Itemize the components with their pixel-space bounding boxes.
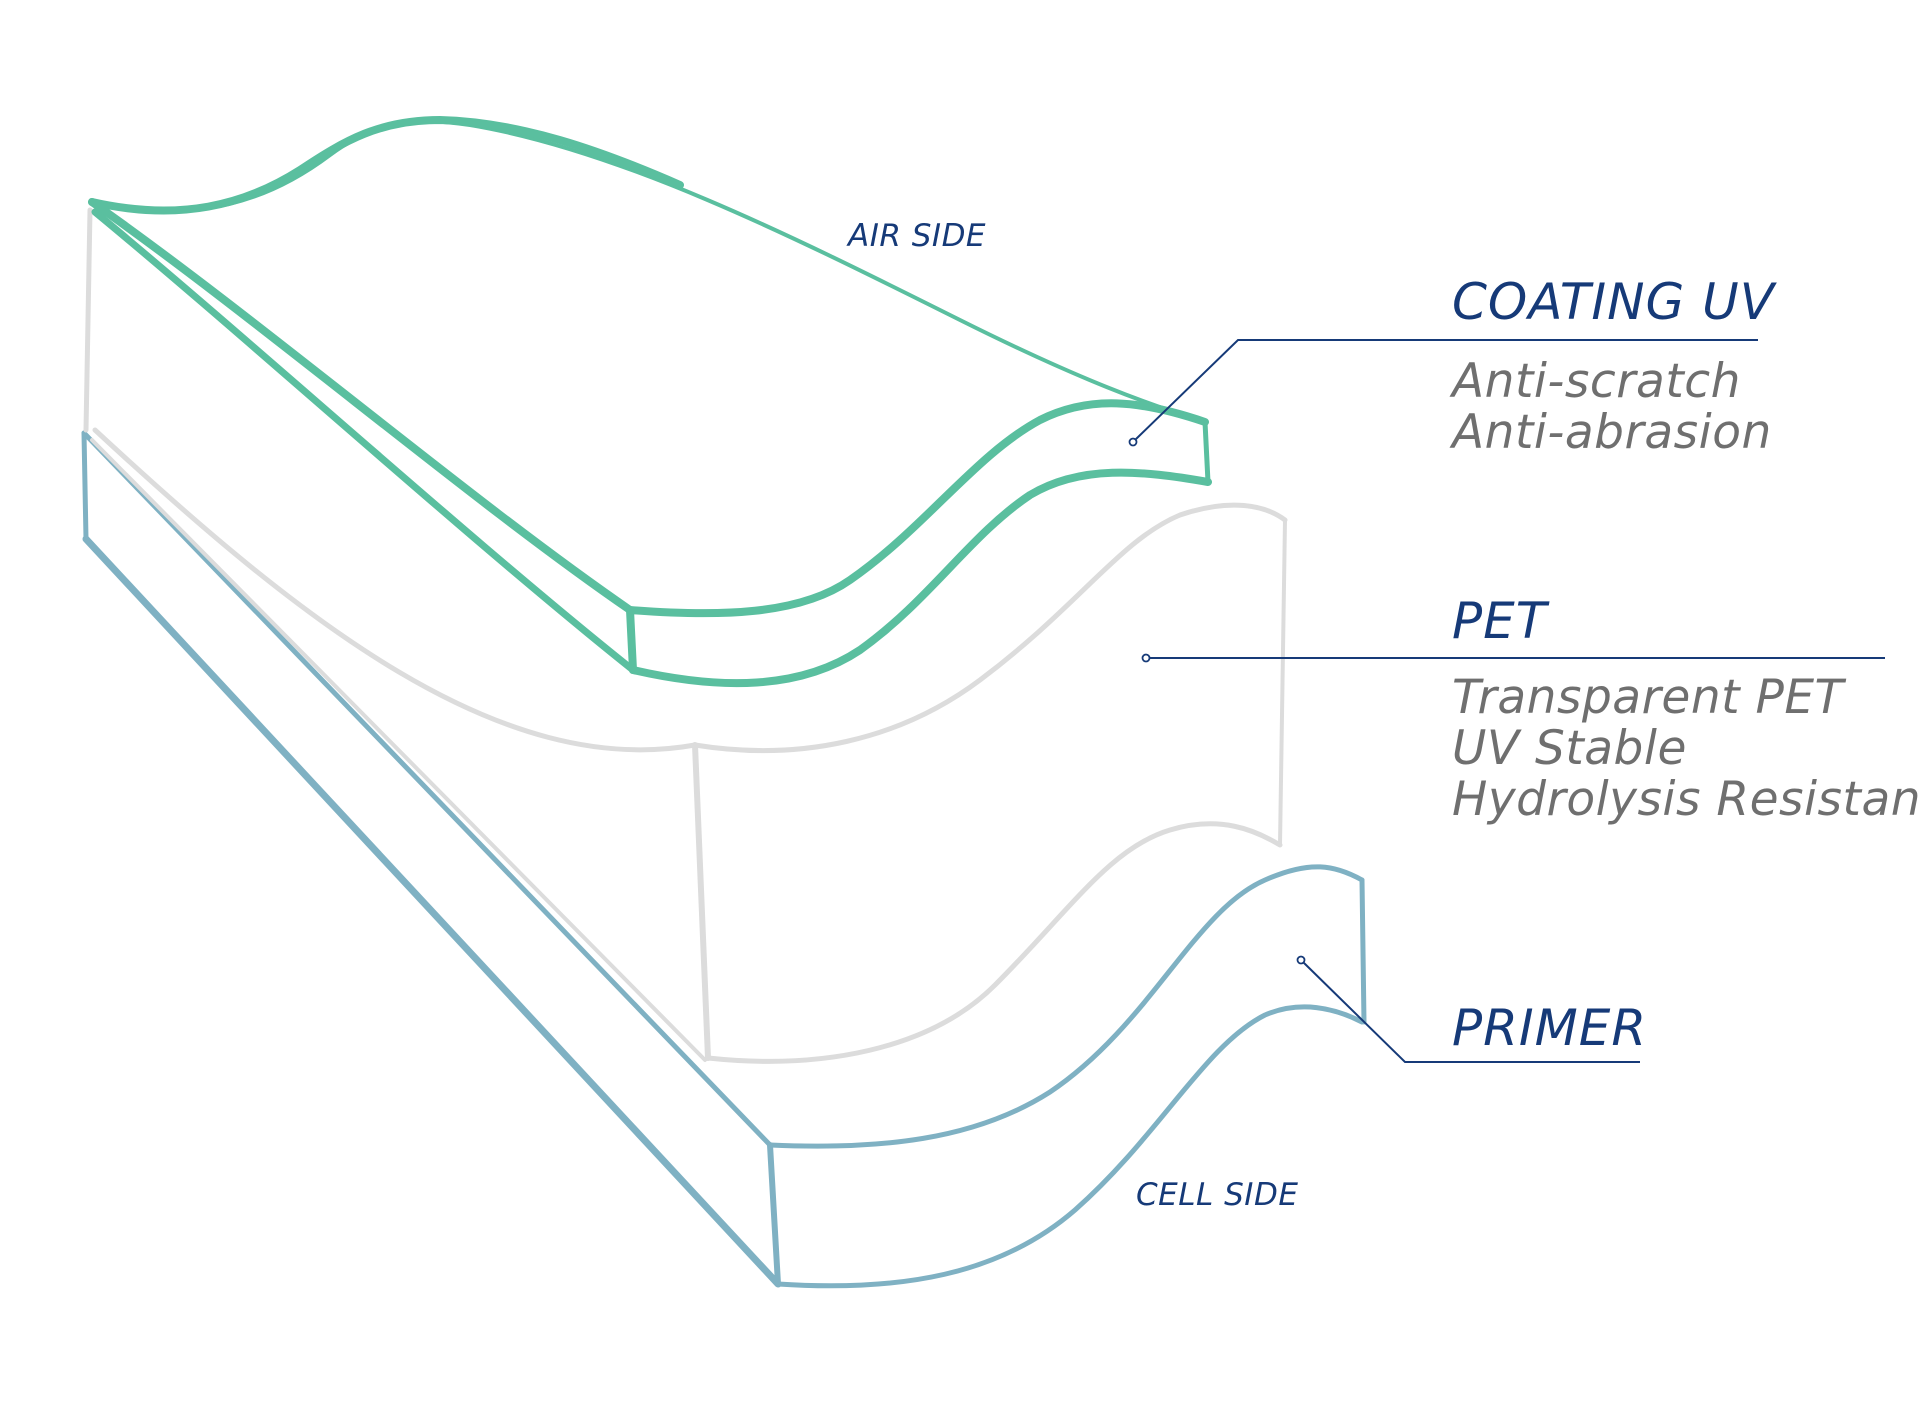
air-side-label: AIR SIDE bbox=[846, 218, 986, 254]
pet-right-end bbox=[1278, 518, 1287, 847]
coating-top-shoulder bbox=[88, 116, 684, 215]
primer-front-edge-top bbox=[81, 430, 773, 1148]
coating-front-top-wave bbox=[626, 399, 1209, 618]
primer-layer bbox=[81, 430, 1367, 1289]
pet-callout: PET Transparent PET UV Stable Hydrolysis… bbox=[1141, 592, 1920, 827]
coating-front-bottom-wave bbox=[629, 468, 1212, 688]
coating-callout: COATING UV Anti-scratch Anti-abrasion bbox=[1128, 273, 1778, 460]
primer-callout: PRIMER bbox=[1296, 955, 1647, 1063]
primer-callout-line bbox=[1302, 961, 1640, 1063]
primer-front-edge-bottom bbox=[82, 535, 782, 1288]
coating-front-face-left bbox=[626, 606, 637, 674]
pet-front-face-left bbox=[692, 742, 711, 1061]
coating-top-wave bbox=[90, 119, 1207, 424]
pet-title: PET bbox=[1452, 592, 1550, 650]
pet-front-edge-top bbox=[92, 427, 698, 753]
coating-feature-1: Anti-scratch bbox=[1449, 354, 1741, 409]
coating-front-edge-top bbox=[88, 198, 634, 614]
primer-callout-dot bbox=[1296, 955, 1306, 965]
pet-layer bbox=[83, 207, 1288, 1064]
coating-feature-2: Anti-abrasion bbox=[1449, 405, 1772, 460]
coating-layer bbox=[88, 116, 1212, 688]
coating-front-edge-bottom bbox=[91, 208, 637, 674]
pet-feature-3: Hydrolysis Resistant bbox=[1452, 772, 1920, 827]
coating-callout-line bbox=[1134, 339, 1758, 441]
primer-right-end bbox=[1359, 877, 1367, 1025]
pet-feature-1: Transparent PET bbox=[1452, 670, 1847, 725]
primer-bottom-wave bbox=[775, 1004, 1365, 1289]
primer-front-face-left bbox=[767, 1142, 781, 1287]
pet-top-wave bbox=[692, 502, 1288, 754]
primer-left-end bbox=[81, 430, 89, 542]
coating-right-end bbox=[1202, 419, 1211, 485]
primer-top-wave bbox=[767, 864, 1365, 1149]
cell-side-label: CELL SIDE bbox=[1136, 1177, 1298, 1213]
coating-title: COATING UV bbox=[1452, 273, 1778, 331]
pet-left-end bbox=[83, 207, 93, 433]
primer-title: PRIMER bbox=[1452, 999, 1647, 1057]
pet-bottom-wave bbox=[705, 821, 1283, 1064]
pet-feature-2: UV Stable bbox=[1452, 721, 1687, 776]
pet-front-edge-bottom bbox=[90, 438, 707, 1062]
coating-callout-dot bbox=[1128, 437, 1138, 447]
pet-callout-dot bbox=[1141, 653, 1151, 663]
